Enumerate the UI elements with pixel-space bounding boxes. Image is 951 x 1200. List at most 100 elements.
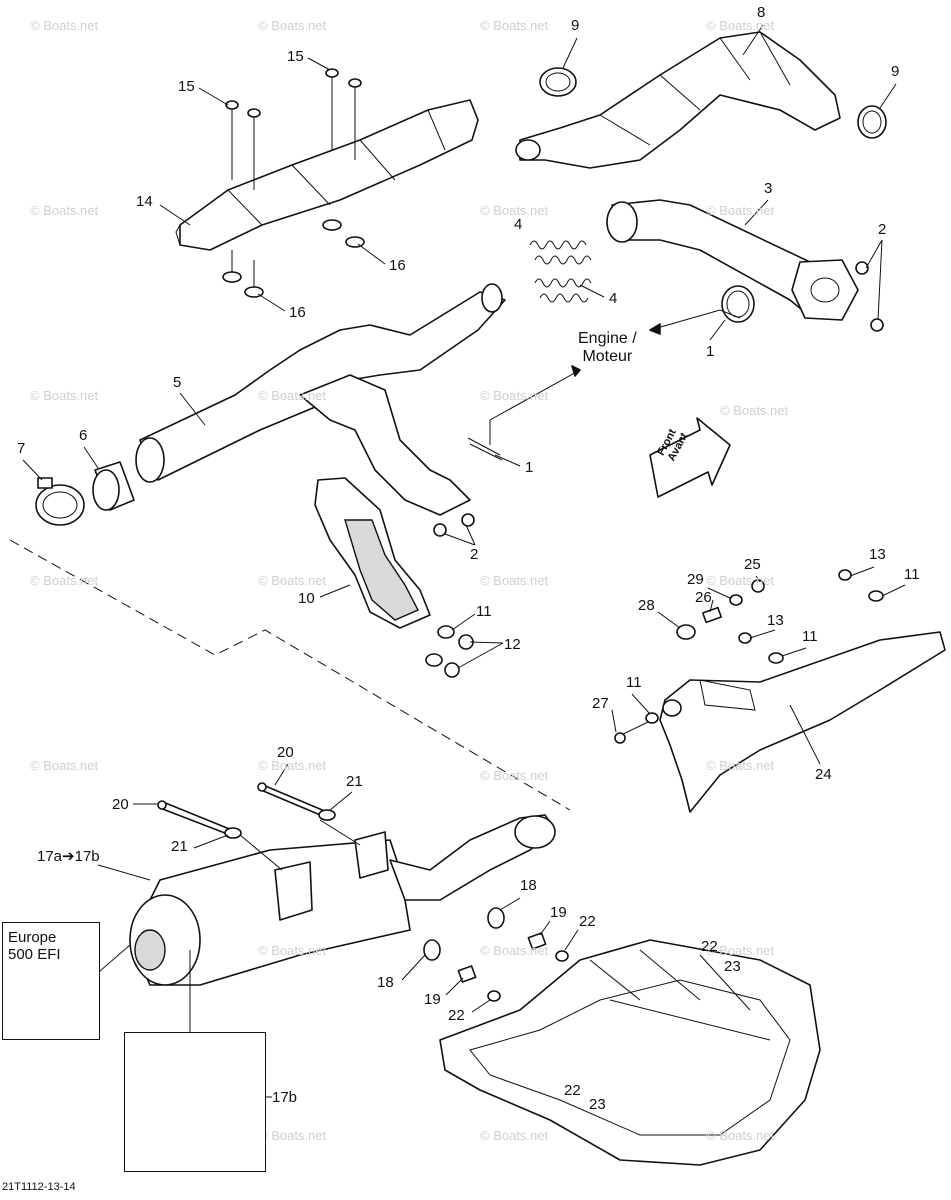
watermark-text: © Boats.net <box>706 1128 775 1143</box>
part-2-nuts-top <box>855 261 884 332</box>
callout-c24: 24 <box>815 766 832 783</box>
watermark-text: © Boats.net <box>706 203 775 218</box>
callout-c21b: 21 <box>171 838 188 855</box>
callout-c1b: 1 <box>525 459 534 476</box>
watermark-text: © Boats.net <box>258 573 327 588</box>
callout-c2a: 2 <box>878 221 887 238</box>
detail-17b-box <box>124 1032 266 1172</box>
callout-c20b: 20 <box>112 796 129 813</box>
part-16-washers <box>222 219 365 298</box>
engine-arrow <box>489 309 741 445</box>
part-20-bolts <box>157 782 328 836</box>
part-4-springs <box>529 240 592 303</box>
callout-c11b: 11 <box>904 566 920 583</box>
part-21-washers <box>224 809 336 839</box>
watermark-text: © Boats.net <box>480 943 549 958</box>
callout-c22c: 22 <box>448 1007 465 1024</box>
watermark-text: © Boats.net <box>258 758 327 773</box>
callout-c15b: 15 <box>287 48 304 65</box>
callout-c8: 8 <box>757 4 766 21</box>
part-11-12-washers-nuts <box>425 625 474 678</box>
callout-c9a: 9 <box>571 17 580 34</box>
watermark-text: © Boats.net <box>706 573 775 588</box>
part-3-elbow-pipe <box>606 199 859 321</box>
engine-note-line1: Engine / <box>578 330 637 347</box>
watermark-text: © Boats.net <box>258 943 327 958</box>
watermark-text: © Boats.net <box>706 18 775 33</box>
europe-500efi-box: Europe 500 EFI <box>2 922 100 1040</box>
watermark-text: © Boats.net <box>706 943 775 958</box>
watermark-text: © Boats.net <box>480 203 549 218</box>
callout-leaders <box>22 24 906 881</box>
part-7-clamp <box>35 477 85 526</box>
watermark-text: © Boats.net <box>30 203 99 218</box>
part-8-duct <box>515 31 841 169</box>
callout-c27: 27 <box>592 695 609 712</box>
part-10-shield <box>314 477 431 629</box>
callout-c12: 12 <box>504 636 521 653</box>
callout-c13b: 13 <box>767 612 784 629</box>
watermark-text: © Boats.net <box>258 1128 327 1143</box>
engine-note: Engine / Moteur <box>578 330 637 366</box>
part-24-heat-shield <box>659 631 946 813</box>
part-24-hardware <box>614 569 884 744</box>
part-1-gasket-lower <box>467 437 503 461</box>
watermark-text: © Boats.net <box>30 758 99 773</box>
callout-c1a: 1 <box>706 343 715 360</box>
europe-box-line1: Europe <box>8 929 57 946</box>
callout-c11d: 11 <box>626 674 642 691</box>
callout-c23a: 23 <box>724 958 741 975</box>
part-15-bolts <box>225 68 362 190</box>
callout-c28: 28 <box>638 597 655 614</box>
callout-c18a: 18 <box>520 877 537 894</box>
watermark-text: © Boats.net <box>480 573 549 588</box>
callout-c16a: 16 <box>389 257 406 274</box>
watermark-text: © Boats.net <box>30 388 99 403</box>
watermark-text: © Boats.net <box>258 18 327 33</box>
callout-c16b: 16 <box>289 304 306 321</box>
part-17-muffler <box>129 814 556 1032</box>
europe-box-text: Europe 500 EFI <box>8 929 61 963</box>
callout-c22a: 22 <box>579 913 596 930</box>
frame <box>439 939 821 1166</box>
watermark-text: © Boats.net <box>706 758 775 773</box>
callout-c25: 25 <box>744 556 761 573</box>
callout-c26: 26 <box>695 589 712 606</box>
front-arrow <box>649 417 731 498</box>
part-6-sleeve <box>92 461 135 511</box>
part-2-nuts-lower <box>433 513 475 537</box>
engine-note-line2: Moteur <box>582 348 633 365</box>
part-9-clamps <box>539 67 887 139</box>
callout-c19a: 19 <box>550 904 567 921</box>
callout-c6: 6 <box>79 427 88 444</box>
europe-box-line2: 500 EFI <box>8 946 61 963</box>
callout-c4b: 4 <box>609 290 618 307</box>
callout-c22b: 22 <box>701 938 718 955</box>
watermark-text: © Boats.net <box>480 768 549 783</box>
callout-c23b: 23 <box>589 1096 606 1113</box>
callout-c17b: 17b <box>272 1089 298 1106</box>
grouping-dashed-line <box>9 539 571 811</box>
callout-c7: 7 <box>17 440 26 457</box>
callout-c29: 29 <box>687 571 704 588</box>
callout-c10: 10 <box>298 590 315 607</box>
callout-c5: 5 <box>173 374 182 391</box>
callout-c15a: 15 <box>178 78 195 95</box>
watermark-text: © Boats.net <box>258 388 327 403</box>
part-5-header-pipe <box>135 283 506 516</box>
watermark-text: © Boats.net <box>720 403 789 418</box>
diagram-code: 21T1112-13-14 <box>2 1181 76 1193</box>
callout-c14: 14 <box>136 193 153 210</box>
callout-c4a: 4 <box>514 216 523 233</box>
callout-c20a: 20 <box>277 744 294 761</box>
watermark-text: © Boats.net <box>480 1128 549 1143</box>
callout-c22d: 22 <box>564 1082 581 1099</box>
callout-c18b: 18 <box>377 974 394 991</box>
callout-c2b: 2 <box>470 546 479 563</box>
callout-c9b: 9 <box>891 63 900 80</box>
watermark-text: © Boats.net <box>30 573 99 588</box>
callout-c13a: 13 <box>869 546 886 563</box>
watermark-text: © Boats.net <box>30 18 99 33</box>
part-1-gasket-top <box>721 285 755 323</box>
